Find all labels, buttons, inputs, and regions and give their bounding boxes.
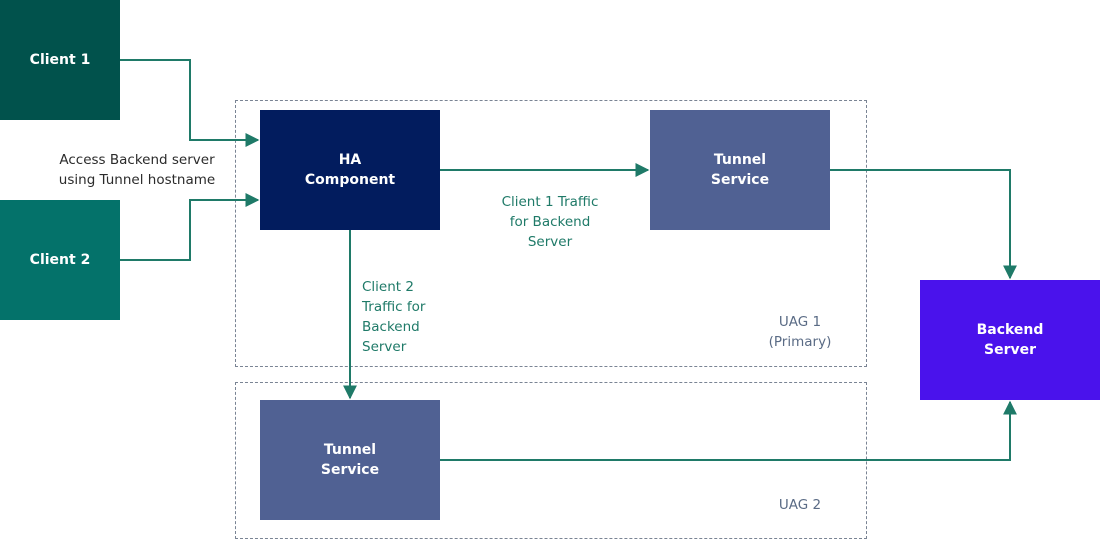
backend-server-node: Backend Server [920,280,1100,400]
tunnel1-label-line1: Tunnel [713,152,767,168]
client1-traffic-line1: Client 1 Traffic [501,194,599,210]
client1-traffic-line2: for Backend [509,214,591,230]
client1-traffic-annotation: Client 1 Traffic for Backend Server [480,192,620,252]
tunnel2-label-line2: Service [320,462,380,478]
uag1-label: UAG 1 (Primary) [755,312,845,352]
access-annotation-line2: using Tunnel hostname [58,172,216,188]
client2-traffic-line2: Traffic for [362,299,426,315]
client1-traffic-line3: Server [527,234,573,250]
ha-label-line2: Component [304,172,396,188]
client2-node: Client 2 [0,200,120,320]
client2-label: Client 2 [29,252,91,268]
client1-node: Client 1 [0,0,120,120]
tunnel-service-2-node: Tunnel Service [260,400,440,520]
uag2-label-text: UAG 2 [778,497,822,513]
ha-component-node: HA Component [260,110,440,230]
client2-traffic-line4: Server [362,339,407,355]
client2-traffic-line3: Backend [362,319,420,335]
edge-tunnel1-backend [830,169,1017,280]
ha-label-line1: HA [338,152,362,168]
uag1-group [235,100,867,367]
backend-label-line1: Backend [976,322,1044,338]
uag1-label-line1: UAG 1 [778,314,822,330]
uag1-label-line2: (Primary) [768,334,832,350]
client1-label: Client 1 [29,52,91,68]
backend-label-line2: Server [983,342,1036,358]
tunnel1-label-line2: Service [710,172,770,188]
access-annotation-line1: Access Backend server [59,152,215,168]
tunnel2-label-line1: Tunnel [323,442,377,458]
access-annotation: Access Backend server using Tunnel hostn… [52,150,222,190]
edge-client1-ha [120,59,260,147]
tunnel-service-1-node: Tunnel Service [650,110,830,230]
uag2-label: UAG 2 [755,495,845,515]
edge-client2-ha [120,193,260,261]
client2-traffic-annotation: Client 2 Traffic for Backend Server [362,277,472,357]
client2-traffic-line1: Client 2 [362,279,414,295]
edge-tunnel2-backend [440,400,1017,461]
